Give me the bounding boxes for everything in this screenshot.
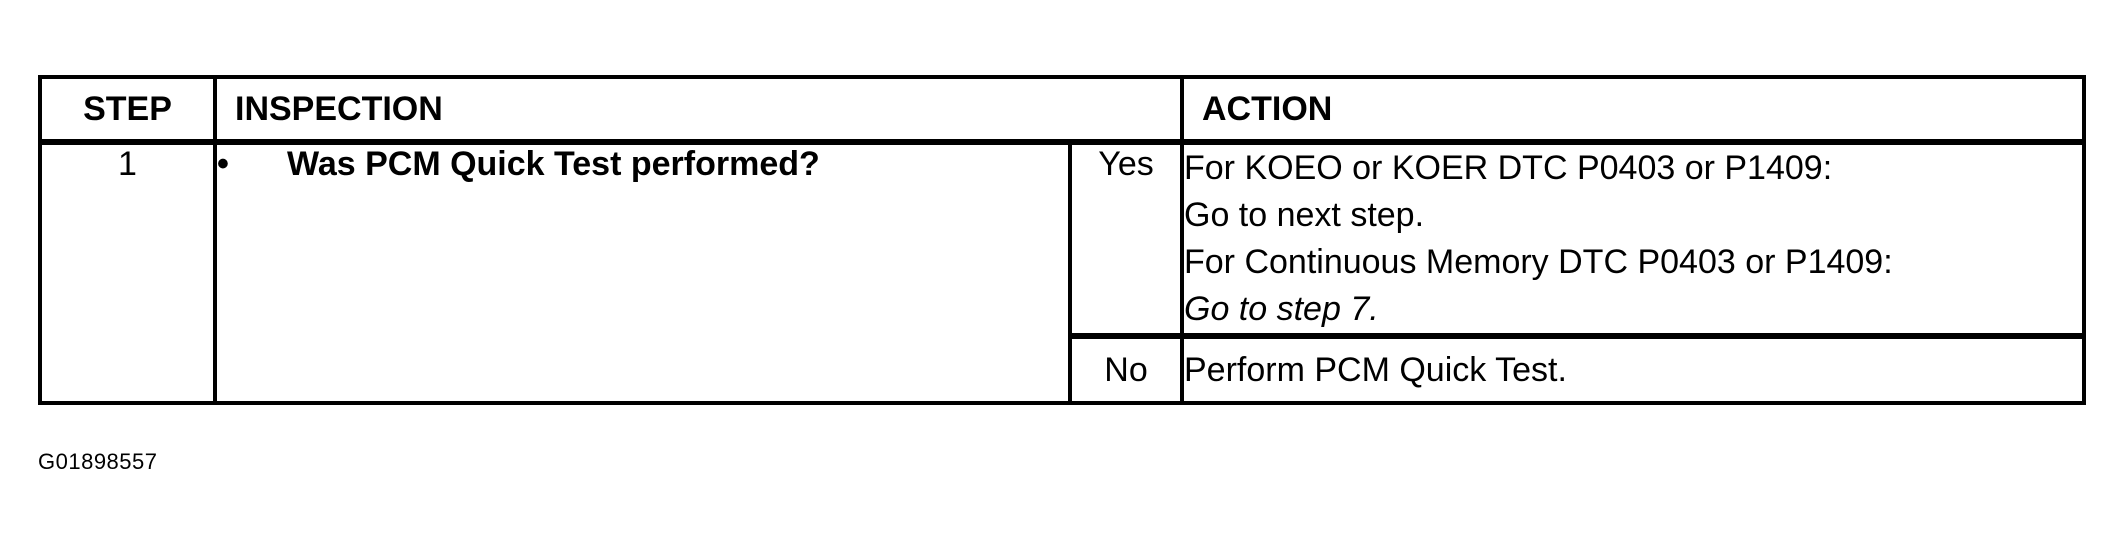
header-inspection: INSPECTION bbox=[213, 75, 1184, 145]
action-yes-line: Go to step 7. bbox=[1184, 290, 1379, 328]
header-action: ACTION bbox=[1180, 75, 2086, 145]
inspection-question: • Was PCM Quick Test performed? bbox=[213, 140, 1072, 405]
action-yes-line: For KOEO or KOER DTC P0403 or P1409: bbox=[1184, 149, 1833, 187]
action-yes: For KOEO or KOER DTC P0403 or P1409: Go … bbox=[1180, 140, 2086, 339]
table-row: 1 • Was PCM Quick Test performed? Yes For… bbox=[38, 140, 2086, 405]
bullet-marker: • bbox=[217, 145, 229, 183]
action-yes-line: For Continuous Memory DTC P0403 or P1409… bbox=[1184, 243, 1893, 281]
action-no: Perform PCM Quick Test. bbox=[1180, 334, 2086, 405]
figure-id: G01898557 bbox=[38, 449, 158, 474]
table-header-row: STEP INSPECTION ACTION bbox=[38, 75, 2086, 145]
header-step: STEP bbox=[38, 75, 217, 145]
table-row: No Perform PCM Quick Test. bbox=[40, 334, 2086, 405]
action-yes-line: Go to next step. bbox=[1184, 196, 1425, 234]
step-number: 1 bbox=[38, 140, 217, 405]
answer-yes: Yes bbox=[1068, 140, 1184, 339]
diagnostic-table: STEP INSPECTION ACTION 1 • Was PCM Quick … bbox=[38, 75, 2086, 405]
answer-no: No bbox=[1068, 334, 1184, 405]
inspection-text: Was PCM Quick Test performed? bbox=[287, 145, 820, 183]
